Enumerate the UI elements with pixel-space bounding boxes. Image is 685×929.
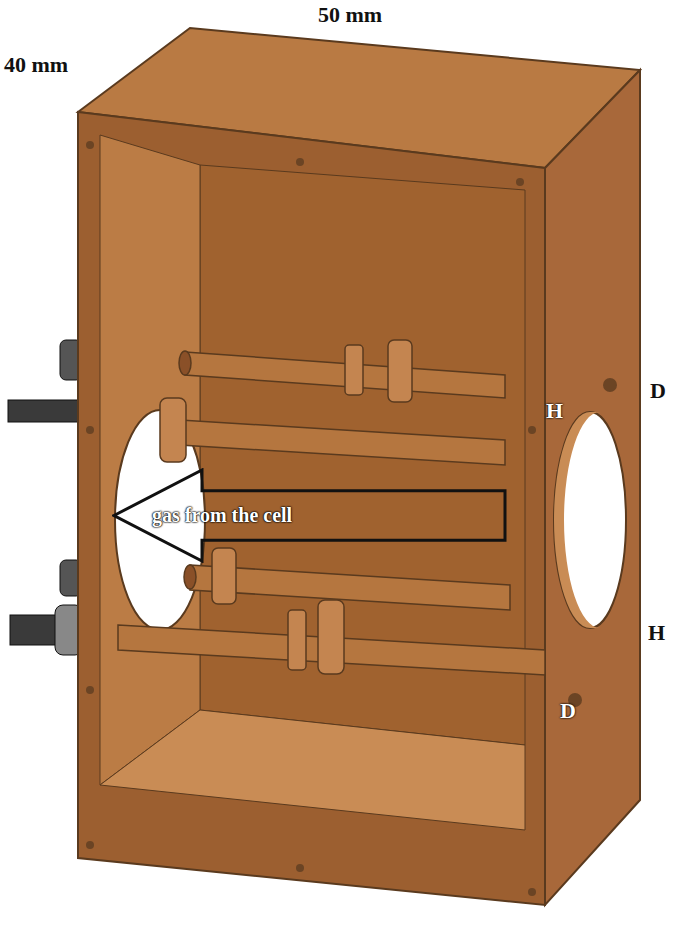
arrow-text: gas from the cell [152,504,292,527]
right-face [545,70,640,905]
frame-screws [86,141,536,896]
electrode-label: H [648,620,665,646]
bolt [8,400,83,422]
electrode-rods [118,340,545,675]
gas-flow-arrow: gas from the cell [112,468,507,563]
electrode-label: H [546,398,563,424]
electrode-label: D [650,378,666,404]
side-hole [554,412,626,628]
dimension-label: 50 mm [318,2,382,28]
front-frame [78,112,545,905]
hole-rim [554,412,600,628]
electrode-label: D [560,698,576,724]
dimension-label: 40 mm [4,52,68,78]
floor [100,710,525,830]
screw-hole [603,378,617,392]
